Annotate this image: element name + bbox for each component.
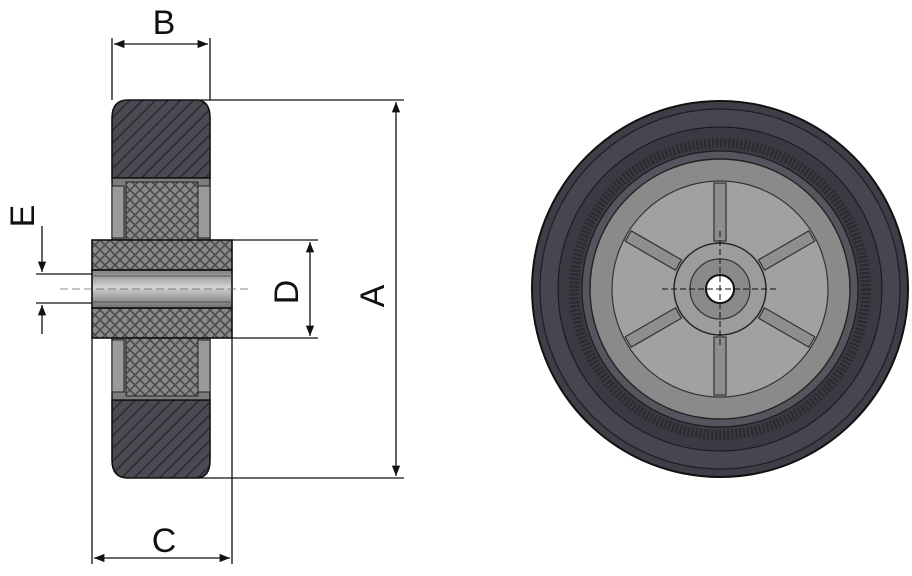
dimension-lines: [36, 38, 404, 564]
hub-bottom: [91, 307, 233, 339]
dim-label-b: B: [153, 4, 176, 42]
dim-label-e: E: [4, 205, 42, 228]
dim-label-a: A: [354, 284, 392, 307]
tread-top: [111, 99, 211, 179]
tire-tread-ring: [569, 138, 871, 440]
dim-label-c: C: [152, 522, 177, 560]
rim-web-bottom: [125, 337, 199, 397]
side-section-view: [60, 99, 250, 479]
dim-label-d: D: [268, 280, 306, 305]
front-view: [531, 100, 909, 478]
hub-top: [91, 239, 233, 271]
tread-bottom: [111, 399, 211, 479]
rim-web-top: [125, 181, 199, 241]
spokes: [624, 182, 816, 396]
